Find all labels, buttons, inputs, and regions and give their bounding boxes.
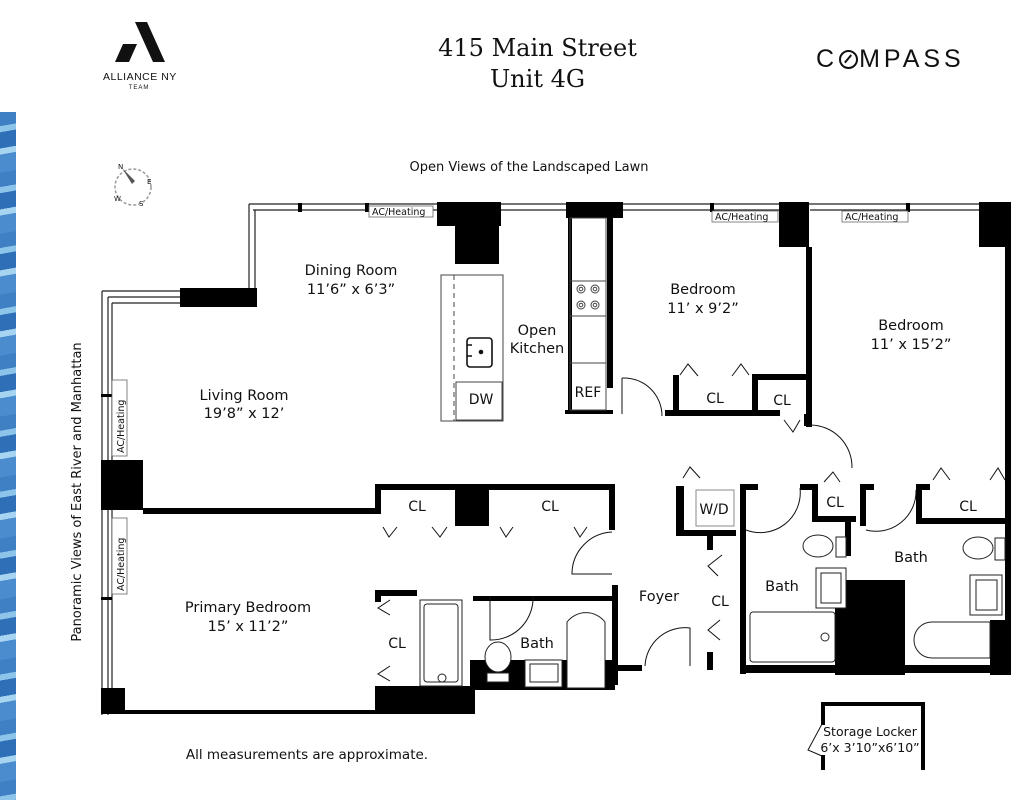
toilet-icon	[962, 536, 994, 560]
ac-heating-units: AC/Heating AC/Heating AC/Heating AC/Heat…	[111, 205, 909, 595]
bedroom3-bath-name: Bath	[894, 550, 928, 566]
unit-line: Unit 4G	[489, 65, 586, 93]
ac-label-dining: AC/Heating	[372, 207, 425, 218]
kitchen-name-2: Kitchen	[510, 341, 565, 357]
bedroom3-size: 11’ x 15’2”	[871, 337, 952, 353]
compass-logo-c: C	[816, 45, 839, 73]
compass-s: S	[139, 200, 144, 208]
header: ALLIANCE NY TEAM 415 Main Street Unit 4G…	[0, 0, 1035, 112]
bath-fixtures	[419, 534, 1006, 689]
top-view-label: Open Views of the Landscaped Lawn	[409, 160, 648, 175]
closet-label-hall: CL	[773, 393, 791, 409]
compass-n: N	[118, 163, 123, 171]
closet-label-bath: CL	[826, 495, 844, 511]
toilet-icon	[802, 534, 834, 558]
storage-locker: Storage Locker 6’x 3’10”x6’10”	[807, 702, 925, 770]
left-view-label: Panoramic Views of East River and Manhat…	[70, 342, 85, 641]
ac-label-living: AC/Heating	[116, 400, 127, 453]
primary-bedroom-size: 15’ x 11’2”	[208, 619, 289, 635]
storage-name: Storage Locker	[823, 724, 918, 739]
closet-label-bedroom3: CL	[959, 499, 977, 515]
closet-label-primary-1: CL	[408, 499, 426, 515]
compass-e: E	[147, 178, 151, 186]
measurements-note: All measurements are approximate.	[186, 747, 428, 763]
bedroom2-name: Bedroom	[670, 282, 736, 298]
listing-title: 415 Main Street Unit 4G	[400, 33, 675, 95]
dining-room-name: Dining Room	[305, 263, 398, 279]
ac-label-primary: AC/Heating	[116, 538, 127, 591]
address-line: 415 Main Street	[438, 34, 637, 62]
closet-label-foyer: CL	[711, 594, 729, 610]
window-mullions	[101, 203, 910, 600]
refrigerator-label: REF	[575, 385, 602, 401]
alliance-logo: ALLIANCE NY TEAM	[103, 22, 177, 91]
water-decoration	[0, 112, 16, 800]
foyer-name: Foyer	[639, 589, 679, 605]
closet-label-primary-2: CL	[541, 499, 559, 515]
toilet-icon	[484, 641, 512, 673]
living-room-size: 19’8” x 12’	[204, 406, 285, 422]
closet-door-marks	[377, 363, 1006, 682]
washer-dryer-label: W/D	[699, 502, 728, 518]
kitchen-name-1: Open	[518, 323, 557, 339]
door-swings	[489, 377, 917, 667]
closet-label-bedroom2: CL	[706, 391, 724, 407]
compass-w: W	[114, 195, 121, 203]
alliance-brand-text: ALLIANCE NY	[103, 71, 177, 83]
compass-logo: C MPASS	[816, 45, 965, 74]
kitchen	[440, 217, 607, 422]
closet-label-primary-3: CL	[388, 636, 406, 652]
hall-bath-name: Bath	[765, 579, 799, 595]
bathtub-icon	[566, 612, 606, 689]
ac-label-bedroom3: AC/Heating	[845, 212, 898, 223]
room-labels: Dining Room 11’6” x 6’3” Living Room 19’…	[185, 263, 951, 652]
bedroom2-size: 11’ x 9’2”	[667, 301, 738, 317]
bathtub-icon	[749, 611, 836, 663]
shower-head-icon	[437, 673, 447, 683]
ac-label-bedroom2: AC/Heating	[715, 212, 768, 223]
living-room-name: Living Room	[199, 388, 288, 404]
primary-bedroom-name: Primary Bedroom	[185, 600, 311, 616]
walls	[101, 202, 1011, 714]
washer-dryer-box	[695, 489, 735, 527]
bathtub-icon	[913, 621, 991, 659]
compass-logo-o-icon	[839, 50, 859, 69]
kitchen-sink-icon	[466, 337, 493, 368]
bedroom3-name: Bedroom	[878, 318, 944, 334]
alliance-team-text: TEAM	[128, 85, 150, 91]
dishwasher-label: DW	[469, 392, 494, 408]
storage-size: 6’x 3’10”x6’10”	[820, 740, 919, 755]
cooktop-icon	[576, 284, 600, 310]
dining-room-size: 11’6” x 6’3”	[307, 282, 395, 298]
fixture-labels: DW REF W/D CL CL CL CL CL CL CL CL	[388, 385, 977, 652]
compass-rose-icon: N E S W	[114, 163, 152, 208]
compass-logo-rest: MPASS	[859, 45, 965, 73]
alliance-a-logo-icon	[115, 22, 165, 62]
exterior-windows	[101, 203, 1005, 715]
primary-bath-name: Bath	[520, 636, 554, 652]
